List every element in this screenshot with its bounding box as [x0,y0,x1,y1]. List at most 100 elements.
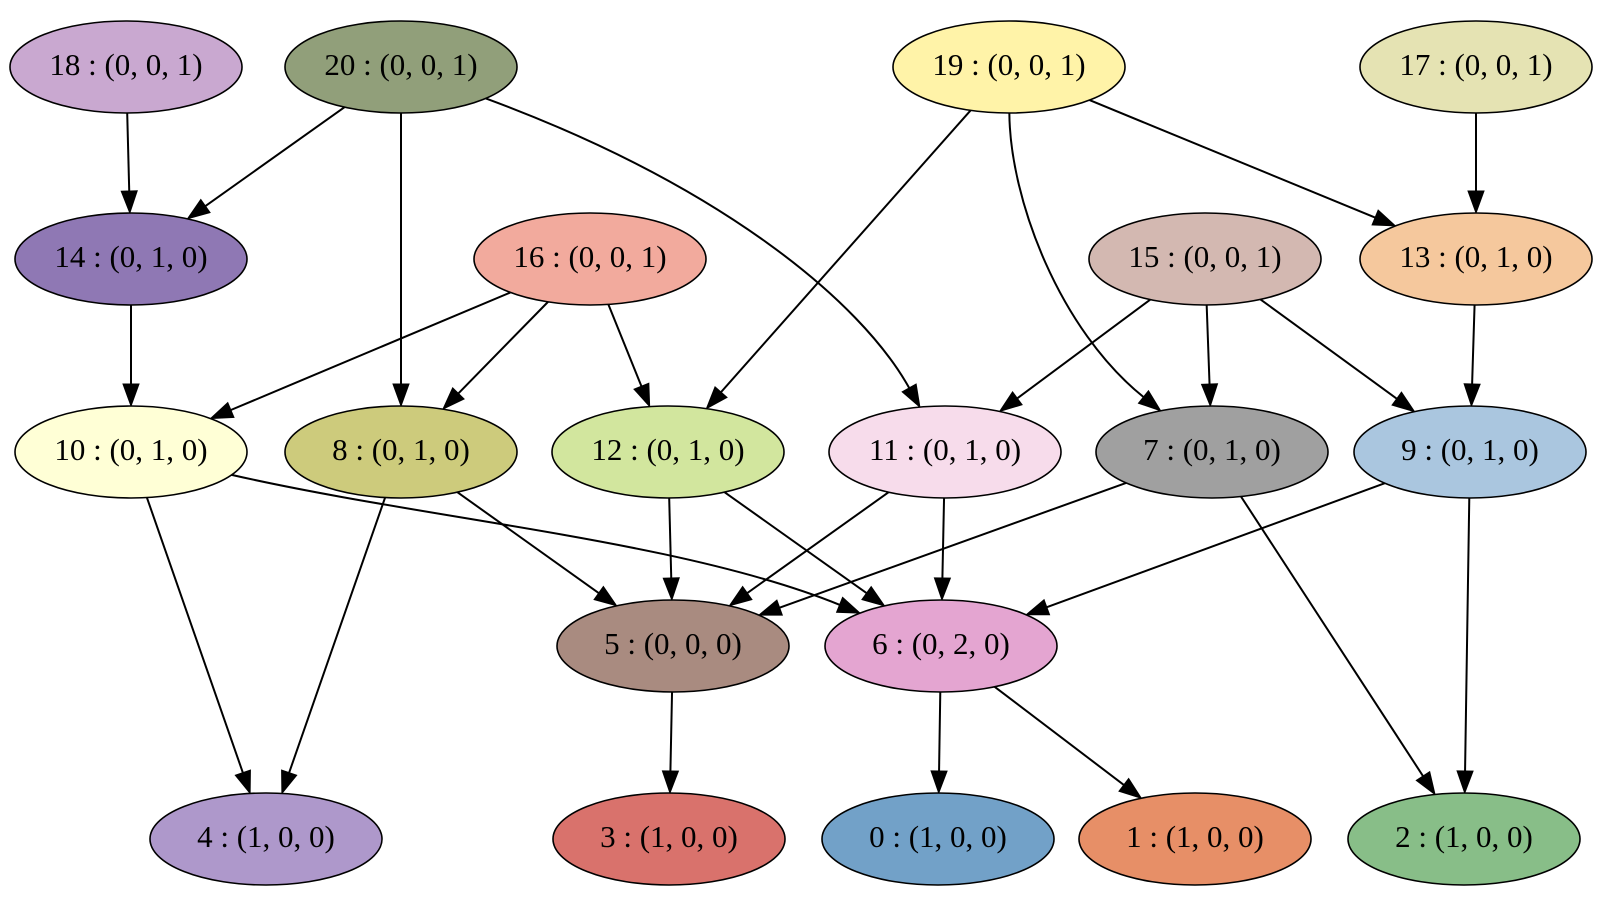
edge-line [1240,495,1424,777]
node-ellipse [1359,20,1593,114]
node-label: 13 : (0, 1, 0) [1399,239,1552,274]
arrowhead [705,385,728,410]
node-ellipse [284,20,518,114]
arrowhead [1456,770,1474,795]
node-label: 12 : (0, 1, 0) [591,432,744,467]
node-18: 18 : (0, 0, 1) [9,20,243,114]
edge-16-to-12 [607,304,651,408]
node-ellipse [1088,212,1322,306]
node-ellipse [1353,405,1587,499]
arrowhead [757,599,784,616]
arrowhead [1467,190,1485,215]
node-label: 15 : (0, 0, 1) [1128,239,1281,274]
edge-12-to-6 [723,491,886,607]
node-label: 10 : (0, 1, 0) [54,432,207,467]
arrowhead [835,596,862,614]
edge-line [230,291,511,411]
arrowhead [186,198,211,220]
node-3: 3 : (1, 0, 0) [552,792,786,886]
edge-line [1259,298,1398,400]
edge-line [204,106,346,207]
node-ellipse [1095,405,1329,499]
node-ellipse [149,792,383,886]
node-12: 12 : (0, 1, 0) [551,405,785,499]
arrowhead [122,383,140,408]
arrowhead [441,386,465,411]
edge-8-to-4 [281,497,387,795]
node-label: 16 : (0, 0, 1) [513,239,666,274]
arrowhead [1463,383,1481,408]
node-14: 14 : (0, 1, 0) [14,212,248,306]
node-label: 1 : (1, 0, 0) [1126,819,1264,854]
node-8: 8 : (0, 1, 0) [284,405,518,499]
edge-6-to-0 [930,691,948,795]
arrowhead [593,585,618,607]
edge-18-to-14 [120,112,138,215]
node-ellipse [1359,212,1593,306]
node-17: 17 : (0, 0, 1) [1359,20,1593,114]
arrowhead [1371,209,1397,227]
edge-line [1016,298,1151,400]
node-label: 18 : (0, 0, 1) [49,47,202,82]
node-ellipse [473,212,707,306]
arrowhead [661,770,680,795]
node-1: 1 : (1, 0, 0) [1078,792,1312,886]
arrowhead [120,190,138,215]
arrowhead [901,383,921,409]
edge-15-to-11 [998,298,1151,413]
node-label: 14 : (0, 1, 0) [54,239,207,274]
node-ellipse [892,20,1126,114]
arrowhead [1415,770,1436,796]
edge-line [288,497,387,773]
node-ellipse [1347,792,1581,886]
edge-16-to-10 [209,291,511,420]
node-label: 7 : (0, 1, 0) [1143,432,1281,467]
arrowhead [728,585,753,607]
arrowhead [662,577,680,602]
edge-20-to-11 [485,97,921,409]
node-label: 9 : (0, 1, 0) [1401,432,1539,467]
edge-10-to-6 [231,473,862,614]
edge-line [1464,497,1471,772]
edge-11-to-6 [933,497,952,602]
arrowhead [1137,389,1162,412]
edge-line [994,685,1125,786]
node-label: 19 : (0, 0, 1) [932,47,1085,82]
edge-line [145,497,244,773]
node-19: 19 : (0, 0, 1) [892,20,1126,114]
edge-7-to-2 [1240,495,1436,796]
node-label: 4 : (1, 0, 0) [197,819,335,854]
node-label: 2 : (1, 0, 0) [1395,819,1533,854]
node-20: 20 : (0, 0, 1) [284,20,518,114]
edge-11-to-5 [728,491,890,607]
node-4: 4 : (1, 0, 0) [149,792,383,886]
node-ellipse [14,212,248,306]
node-label: 20 : (0, 0, 1) [324,47,477,82]
edge-16-to-8 [441,301,549,411]
node-10: 10 : (0, 1, 0) [14,405,248,499]
edge-line [1008,112,1145,398]
node-ellipse [556,599,790,693]
arrowhead [861,585,886,607]
edge-line [941,497,946,579]
edge-14-to-10 [122,305,140,408]
node-15: 15 : (0, 0, 1) [1088,212,1322,306]
node-ellipse [551,405,785,499]
edge-9-to-6 [1024,482,1386,616]
edge-9-to-2 [1456,497,1474,795]
edge-line [1089,99,1376,219]
arrowhead [998,391,1023,413]
edge-15-to-9 [1259,298,1416,413]
arrowhead [930,770,948,795]
edge-line [779,481,1127,609]
arrowhead [281,769,298,795]
node-ellipse [824,599,1058,693]
edge-line [720,109,972,393]
edge-line [456,491,600,594]
edge-line [1046,482,1386,609]
edge-12-to-5 [662,497,680,602]
node-7: 7 : (0, 1, 0) [1095,405,1329,499]
edge-line [669,691,674,772]
edge-6-to-1 [994,685,1143,800]
node-16: 16 : (0, 0, 1) [473,212,707,306]
